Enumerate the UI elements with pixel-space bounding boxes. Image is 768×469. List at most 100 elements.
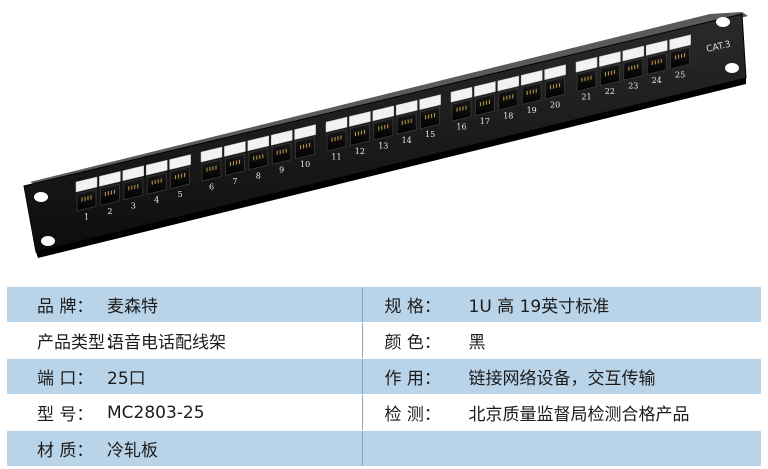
spec-value: 25口 (107, 369, 146, 389)
spec-row: 端 口：25口 作 用： 链接网络设备，交互传输 (7, 358, 761, 395)
rj-jack (349, 123, 370, 147)
spec-label: 材 质： (37, 441, 94, 461)
rj-jack (100, 183, 120, 206)
spec-label: 作 用： (384, 369, 441, 389)
rj-jack (451, 99, 472, 122)
mounting-hole-left-top (34, 192, 48, 202)
spec-right-cell: 规 格： 1U 高 19英寸标准 (362, 287, 761, 323)
label-strip-cell (349, 111, 371, 127)
spec-value: 麦森特 (107, 297, 158, 317)
rj-jack (224, 153, 245, 176)
port-group: 1234567891011121314151617181920212223242… (75, 34, 691, 221)
label-strip-cell (599, 51, 621, 67)
label-strip-cell (294, 124, 316, 140)
label-strip-cell (645, 40, 668, 56)
label-strip-cell (474, 81, 496, 97)
port-number-label: 23 (628, 82, 638, 91)
rj-jack (396, 112, 417, 135)
spec-table: 品 牌： 麦森特 规 格： 1U 高 19英寸标准 产品类型：语音电话配线架 颜 色… (7, 287, 761, 467)
spec-label: 产品类型： (37, 333, 122, 353)
label-strip-cell (395, 99, 418, 116)
port-number-label: 22 (605, 87, 615, 96)
port-number-label: 16 (456, 123, 466, 132)
label-strip-cell (544, 64, 566, 81)
port-number-label: 1 (84, 212, 89, 221)
port-number-label: 6 (209, 183, 214, 192)
spec-right-cell: 检 测： 北京质量监督局检测合格产品 (362, 394, 761, 431)
spec-value: 北京质量监督局检测合格产品 (468, 405, 690, 425)
port-number-label: 12 (355, 147, 365, 156)
rj-jack (623, 57, 644, 81)
label-strip-cell (224, 141, 246, 157)
rj-jack (295, 136, 316, 160)
label-strip-cell (520, 70, 543, 86)
spec-row: 品 牌： 麦森特 规 格： 1U 高 19英寸标准 (7, 287, 761, 323)
rj-jack (600, 63, 620, 87)
label-strip-cell (622, 45, 645, 62)
label-strip-cell (247, 135, 270, 152)
label-strip-cell (419, 94, 441, 111)
mounting-hole-right-bottom (725, 63, 739, 73)
rj-jack (76, 188, 97, 212)
rj-jack (373, 117, 394, 141)
spec-right-cell: 颜 色： 黑 (362, 322, 761, 359)
port-number-label: 17 (480, 117, 490, 126)
label-strip-cell (145, 159, 168, 176)
spec-value: 冷轧板 (107, 441, 158, 461)
mounting-hole-right-top (716, 17, 730, 27)
spec-value: 1U 高 19英寸标准 (468, 297, 610, 317)
rj-jack (670, 46, 690, 70)
spec-value: 链接网络设备，交互传输 (468, 369, 656, 389)
rj-jack (474, 93, 495, 117)
spec-left-cell: 材 质： 冷轧板 (7, 430, 363, 467)
port-number-label: 15 (425, 130, 435, 139)
port-number-label: 8 (256, 171, 261, 180)
rj-jack (201, 159, 222, 182)
spec-value: 黑 (468, 333, 486, 353)
port-number-label: 20 (550, 100, 560, 109)
spec-row: 材 质： 冷轧板 (7, 430, 761, 467)
spec-label: 检 测： (384, 405, 441, 425)
label-strip-cell (200, 146, 223, 163)
rj-jack (170, 166, 191, 190)
label-strip-cell (99, 171, 121, 187)
port-number-label: 19 (527, 106, 537, 115)
mounting-hole-left-bottom (41, 236, 55, 246)
spec-label: 品 牌： (37, 297, 94, 317)
port-number-label: 25 (675, 70, 685, 79)
label-strip-cell (122, 165, 145, 182)
label-strip-cell (169, 154, 191, 170)
port-number-label: 4 (154, 196, 159, 205)
rj-jack (420, 106, 441, 130)
spec-row: 型 号： MC2803-25 检 测： 北京质量监督局检测合格产品 (7, 394, 761, 431)
spec-left-cell: 型 号： MC2803-25 (7, 394, 363, 431)
patch-panel-image: CAT.3 1234567891011121314151617181920212… (23, 12, 748, 258)
spec-left-cell: 端 口：25口 (7, 358, 363, 395)
spec-label: 型 号： (37, 405, 94, 425)
spec-value: MC2803-25 (107, 402, 205, 423)
spec-row: 产品类型：语音电话配线架 颜 色： 黑 (7, 322, 761, 359)
label-strip-cell (497, 75, 520, 92)
port-number-label: 3 (131, 201, 136, 210)
port-number-label: 13 (378, 141, 388, 150)
port-number-label: 2 (107, 207, 112, 216)
rj-jack (248, 147, 269, 171)
spec-label: 颜 色： (384, 333, 441, 353)
spec-value: 语音电话配线架 (107, 333, 226, 353)
spec-label: 规 格： (384, 297, 441, 317)
label-strip-cell (372, 105, 395, 122)
spec-right-cell (362, 430, 761, 467)
port-number-label: 14 (402, 136, 412, 145)
label-strip-cell (325, 116, 348, 133)
rj-jack (521, 82, 542, 105)
rj-jack (123, 177, 144, 201)
label-strip-cell (75, 176, 98, 193)
spec-left-cell: 产品类型：语音电话配线架 (7, 322, 363, 359)
rj-jack (576, 69, 597, 92)
rj-jack (646, 52, 667, 75)
label-strip-cell (669, 34, 691, 51)
label-strip-cell (450, 86, 473, 103)
rj-jack (271, 142, 292, 165)
rj-jack (545, 76, 565, 100)
rj-jack (146, 172, 167, 195)
